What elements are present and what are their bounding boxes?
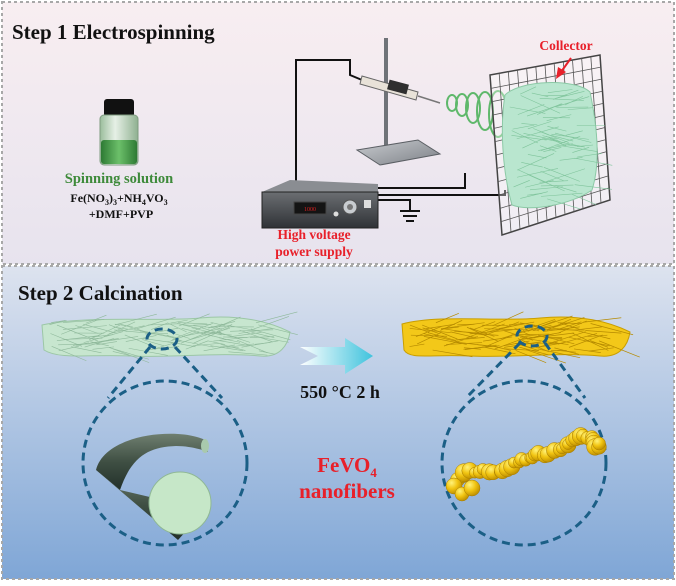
step1-title: Step 1 Electrospinning [12,20,215,44]
product-name: FeVO4 [317,453,377,480]
calcination-condition: 550 °C 2 h [300,382,380,402]
step2-panel: Step 2 Calcination [2,266,674,579]
power-supply-icon: 1000 [262,180,378,228]
solution-formula-line1: Fe(NO3)3+NH4VO3 [70,191,167,207]
power-supply-label-line2: power supply [275,244,353,259]
calcined-fiber-mat [402,312,640,363]
power-supply-label-line1: High voltage [277,227,350,242]
svg-text:1000: 1000 [304,207,316,213]
spinning-solution-label: Spinning solution [65,171,173,187]
step1-panel: Step 1 Electrospinning Spinning solution… [2,2,674,264]
collector-label: Collector [539,38,592,53]
product-line2: nanofibers [299,479,395,503]
solution-bottle-icon [100,99,138,165]
step2-title: Step 2 Calcination [18,281,183,305]
solution-formula-line2: +DMF+PVP [89,207,153,221]
